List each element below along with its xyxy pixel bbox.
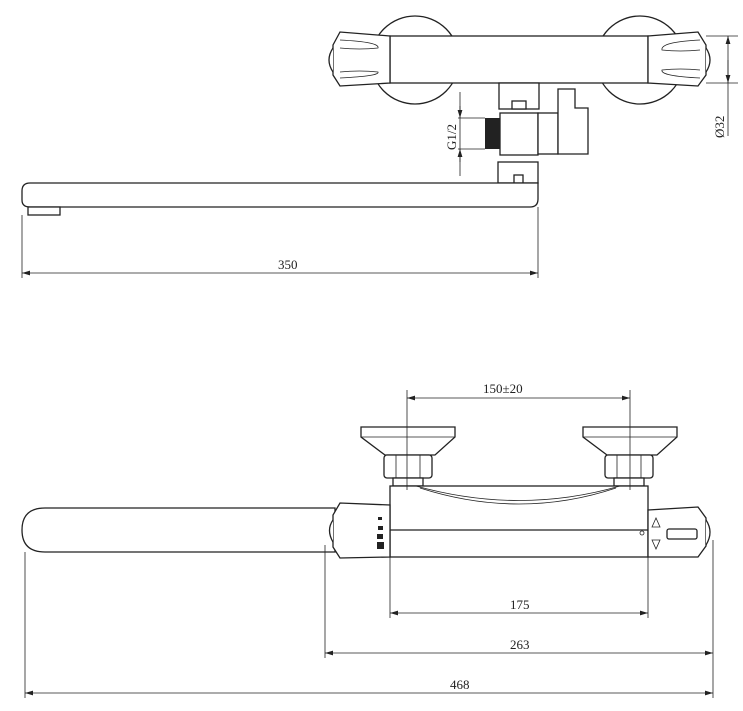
mixer-body: [389, 35, 649, 84]
mixer-body-front: [389, 485, 649, 558]
right-handle: [647, 31, 707, 87]
thread-label: G1/2: [444, 124, 459, 150]
front-view: 150±20 175 263 468: [21, 381, 714, 698]
thread: [485, 118, 500, 149]
left-handle-front: [332, 502, 391, 559]
right-nut: [604, 454, 654, 479]
diverter-valve: [499, 112, 539, 156]
spout-length-label: 350: [278, 257, 298, 272]
left-flange-front: [360, 426, 456, 456]
spout: [21, 182, 539, 208]
total-length-label: 468: [450, 677, 470, 692]
diameter-label: Ø32: [712, 116, 727, 138]
handles-length-label: 263: [510, 637, 530, 652]
top-view: G1/2 Ø32 350: [21, 15, 738, 278]
left-handle: [332, 31, 391, 87]
temperature-indicator: [666, 528, 698, 540]
center-distance-label: 150±20: [483, 381, 523, 396]
left-nut: [383, 454, 433, 479]
body-length-label: 175: [510, 597, 530, 612]
spout-front: [21, 507, 336, 553]
diverter-lever: [557, 88, 589, 155]
